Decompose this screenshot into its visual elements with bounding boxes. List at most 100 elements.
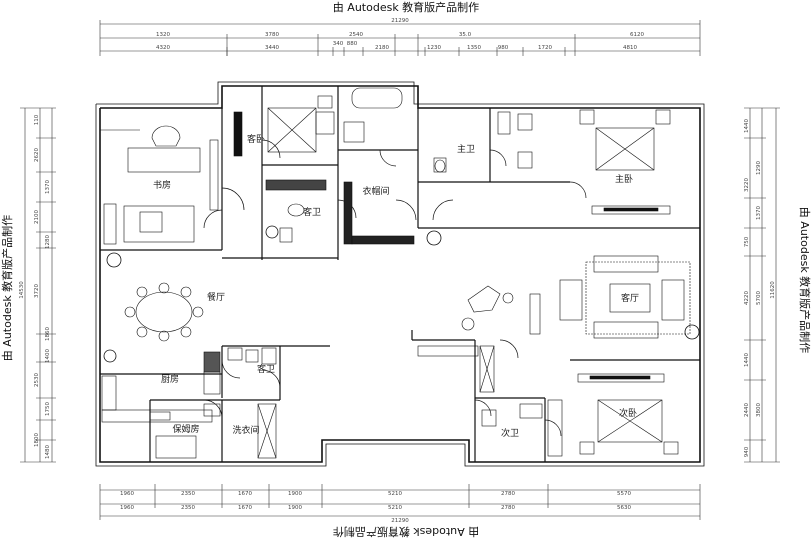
left-dim: 1480 <box>45 445 51 459</box>
right-dim: 1440 <box>744 353 750 367</box>
left-dimension-chain <box>20 107 56 463</box>
room-label-second-bed: 次卧 <box>619 407 637 419</box>
bath-a-fixtures <box>265 87 403 243</box>
left-dim: 1400 <box>45 349 51 363</box>
right-dim: 2440 <box>744 403 750 417</box>
top-total-dim: 21290 <box>391 18 409 24</box>
bottom-dim: 5630 <box>617 505 631 511</box>
left-dim: 1280 <box>45 235 51 249</box>
left-dim: 2620 <box>34 148 40 162</box>
master-bath-fixtures <box>433 111 533 173</box>
right-total-dim: 11620 <box>770 281 776 299</box>
left-dim: 1800 <box>34 433 40 447</box>
right-dimension-labels: 1440 1290 3220 1370 750 4220 5700 1440 2… <box>744 119 776 458</box>
room-label-bath-a: 客卫 <box>303 206 321 218</box>
watermark-top: 由 Autodesk 教育版产品制作 <box>332 1 480 14</box>
top-dim: 3440 <box>265 45 279 51</box>
right-dim: 5700 <box>756 291 762 305</box>
room-label-kitchen: 厨房 <box>161 373 179 385</box>
right-dim: 1370 <box>756 206 762 220</box>
left-total-dim: 14530 <box>19 281 25 299</box>
room-label-living: 客厅 <box>621 292 639 304</box>
bottom-dim: 2780 <box>501 505 515 511</box>
left-dim: 1750 <box>45 402 51 416</box>
bottom-total-dim: 21290 <box>391 518 409 524</box>
second-bath-fixtures <box>479 345 543 427</box>
watermark-left: 由 Autodesk 教育版产品制作 <box>1 214 14 362</box>
bottom-dim: 5210 <box>388 491 402 497</box>
right-dim: 940 <box>744 446 750 457</box>
top-dim: 4810 <box>623 45 637 51</box>
second-bed-furniture <box>547 399 679 457</box>
left-dim: 1860 <box>45 327 51 341</box>
right-dim: 3220 <box>744 178 750 192</box>
bedroom-a-furniture <box>233 95 335 157</box>
left-dimension-labels: 110 2620 1370 2100 1280 3720 1860 1400 2… <box>19 114 51 459</box>
right-dim: 3800 <box>756 403 762 417</box>
top-dim: 2540 <box>349 32 363 38</box>
closet-furniture <box>343 121 415 245</box>
top-dim: 3780 <box>265 32 279 38</box>
right-dimension-chain <box>744 107 780 463</box>
right-dim: 4220 <box>744 291 750 305</box>
left-dim: 1370 <box>45 180 51 194</box>
top-dim: 1350 <box>467 45 481 51</box>
bottom-dim: 1670 <box>238 505 252 511</box>
right-dim: 1440 <box>744 119 750 133</box>
left-dim: 3720 <box>34 284 40 298</box>
room-label-closet: 衣帽间 <box>362 185 389 197</box>
top-dimension-chain <box>99 20 701 56</box>
bottom-dim: 1960 <box>120 505 134 511</box>
bottom-dim: 1900 <box>288 505 302 511</box>
study-furniture <box>100 125 219 245</box>
bottom-dim: 1900 <box>288 491 302 497</box>
bottom-dim: 2350 <box>181 491 195 497</box>
watermark-bottom: 由 Autodesk 教育版产品制作 <box>332 525 480 538</box>
right-dim: 1290 <box>756 161 762 175</box>
top-dimension-labels: 21290 1320 3780 2540 35.0 6120 4320 3440… <box>156 18 644 51</box>
bottom-dim: 2780 <box>501 491 515 497</box>
dining-furniture <box>124 282 204 342</box>
kitchen-furniture <box>101 351 221 423</box>
room-label-laundry: 洗衣间 <box>232 424 259 436</box>
interior-walls <box>100 86 700 462</box>
room-label-dining: 餐厅 <box>207 291 225 303</box>
room-labels: 书房 客卧 客卫 衣帽间 主卫 主卧 餐厅 客厅 厨房 客卫 保姆房 洗衣间 次… <box>153 133 639 439</box>
left-dim: 110 <box>34 114 40 125</box>
room-label-bedroom-a: 客卧 <box>247 133 265 145</box>
top-dim: 35.0 <box>459 32 472 38</box>
doors <box>203 139 587 437</box>
bottom-dimension-chain <box>99 484 701 520</box>
top-dim: 2180 <box>375 45 389 51</box>
bottom-dimension-labels: 1960 2350 1670 1900 5210 2780 5570 1960 … <box>120 491 631 524</box>
master-bed-furniture <box>579 109 671 215</box>
top-dim: 880 <box>347 41 358 47</box>
room-label-master-bed: 主卧 <box>615 173 633 185</box>
top-dim: 1230 <box>427 45 441 51</box>
top-dim: 980 <box>498 45 509 51</box>
room-label-study: 书房 <box>153 179 171 191</box>
exterior-walls <box>95 81 705 467</box>
bottom-dim: 5210 <box>388 505 402 511</box>
room-label-nanny: 保姆房 <box>172 423 199 435</box>
right-dim: 750 <box>744 236 750 247</box>
top-dim: 340 <box>333 41 344 47</box>
guest-wc-fixtures <box>227 347 277 365</box>
bottom-dim: 1960 <box>120 491 134 497</box>
top-dim: 6120 <box>630 32 644 38</box>
left-dim: 2100 <box>34 210 40 224</box>
room-label-master-bath: 主卫 <box>457 143 475 155</box>
living-room-furniture <box>417 255 691 383</box>
bottom-dim: 1670 <box>238 491 252 497</box>
bottom-dim: 5570 <box>617 491 631 497</box>
room-label-second-bath: 次卫 <box>501 427 519 439</box>
nanny-room-furniture <box>155 403 221 459</box>
top-dim: 1720 <box>538 45 552 51</box>
plant-icons <box>103 225 700 363</box>
watermark-right: 由 Autodesk 教育版产品制作 <box>798 206 811 354</box>
top-dim: 1320 <box>156 32 170 38</box>
left-dim: 2530 <box>34 373 40 387</box>
laundry-fixtures <box>257 403 277 459</box>
bottom-dim: 2350 <box>181 505 195 511</box>
